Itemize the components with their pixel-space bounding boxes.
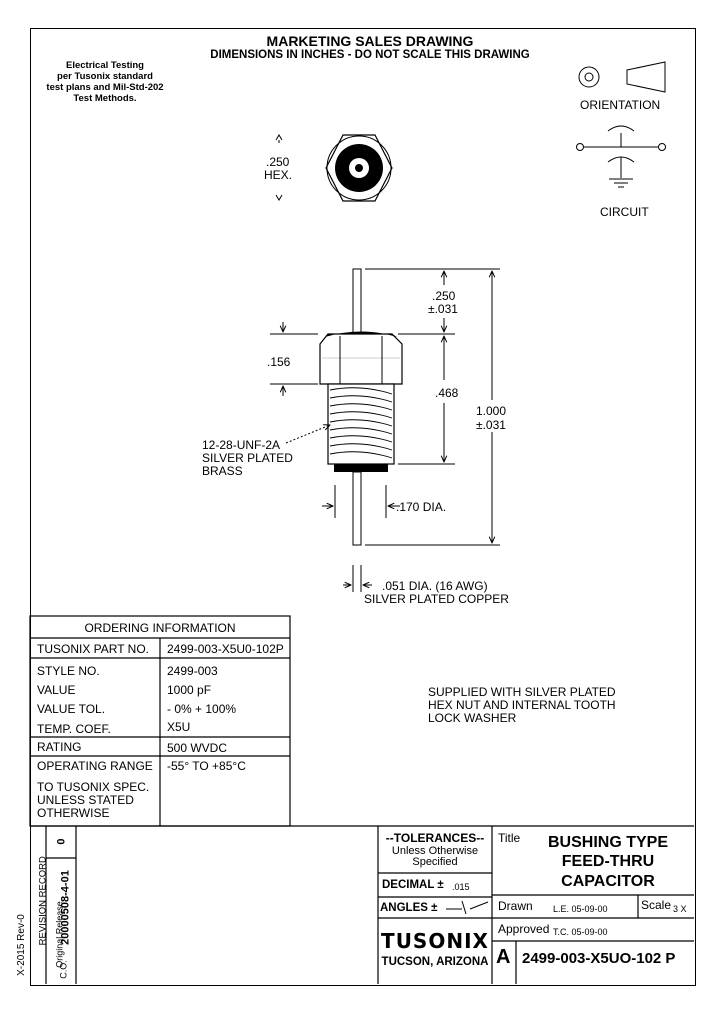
ordering-row-value: 2499-003 (167, 664, 218, 678)
dia-dim: .170 DIA. (396, 500, 447, 514)
tolerances-title: --TOLERANCES-- (385, 831, 485, 845)
ordering-title: ORDERING INFORMATION (84, 621, 236, 635)
ordering-row-label: RATING (37, 740, 82, 754)
ordering-row-value: X5U (167, 720, 191, 734)
spec-note: TO TUSONIX SPEC. UNLESS STATED OTHERWISE (37, 781, 149, 820)
thread-note-line: 12-28-UNF-2A (202, 438, 281, 452)
table-lines (29, 615, 694, 984)
dimension-lines (270, 268, 500, 592)
ordering-row-label: STYLE NO. (37, 664, 100, 678)
test-note-line: test plans and Mil-Std-202 (46, 82, 164, 93)
doc-id: X-2015 Rev-0 (16, 914, 27, 976)
title-line: BUSHING TYPE (547, 834, 668, 851)
thread-note: 12-28-UNF-2A SILVER PLATED BRASS (202, 439, 293, 478)
capacitor-side-view (319, 268, 403, 546)
drawing-subtitle: DIMENSIONS IN INCHES - DO NOT SCALE THIS… (210, 49, 530, 61)
drawing-sheet (30, 28, 696, 986)
approved-label: Approved (498, 922, 550, 936)
spec-note-line: TO TUSONIX SPEC. (37, 780, 150, 794)
scale-value: 3 X (673, 904, 687, 914)
circuit-label: CIRCUIT (600, 205, 649, 219)
title-line: CAPACITOR (561, 873, 655, 890)
circuit-symbol-icon (576, 125, 666, 188)
supplied-note-line: HEX NUT AND INTERNAL TOOTH (428, 698, 616, 712)
supplied-note-line: SUPPLIED WITH SILVER PLATED (428, 685, 616, 699)
angles-label: ANGLES ± (380, 902, 438, 914)
orientation-label: ORIENTATION (580, 98, 661, 112)
hex-dim-value: .250 (266, 155, 290, 169)
ordering-row-label: VALUE TOL. (37, 702, 106, 716)
top-lead-tol: ±.031 (428, 302, 458, 316)
tolerances-line2: Specified (412, 856, 458, 868)
overall-dim: 1.000 (476, 404, 507, 418)
co-number: 20000508-4-01 (59, 870, 72, 945)
nut-dim: .156 (267, 355, 291, 369)
ordering-row-label: VALUE (37, 683, 76, 697)
ordering-row-value: - 0% + 100% (167, 702, 237, 716)
ordering-row-value: 2499-003-X5U0-102P (167, 642, 284, 656)
test-note-line: per Tusonix standard (57, 71, 153, 82)
overall-tol: ±.031 (476, 418, 506, 432)
approved-value: T.C. 05-09-00 (553, 927, 608, 937)
body-dim: .468 (435, 386, 459, 400)
company-location: TUCSON, ARIZONA (381, 956, 489, 968)
supplied-note-line: LOCK WASHER (428, 711, 517, 725)
revision-record-label: REVISION RECORD (37, 856, 49, 946)
company-logo: TUSONIX (381, 929, 489, 953)
test-note: Electrical Testing per Tusonix standard … (40, 60, 170, 104)
ordering-row-value: 1000 pF (167, 683, 212, 697)
decimal-value: .015 (452, 882, 470, 892)
drawn-value: L.E. 05-09-00 (553, 904, 608, 914)
hex-dim-label: HEX. (264, 168, 293, 182)
tolerances-line1: Unless Otherwise (391, 845, 479, 857)
spec-note-line: UNLESS STATED (37, 793, 134, 807)
scale-label: Scale (641, 898, 672, 912)
title-label: Title (498, 831, 521, 845)
hex-end-view (275, 134, 393, 202)
test-note-line: Electrical Testing (66, 60, 144, 71)
title-line: FEED-THRU (561, 853, 655, 870)
lead-material: SILVER PLATED COPPER (364, 592, 509, 606)
test-note-line: Test Methods. (73, 93, 137, 104)
spec-note-line: OTHERWISE (37, 806, 110, 820)
decimal-label: DECIMAL ± (382, 879, 444, 891)
angles-symbol-icon (446, 900, 489, 915)
ordering-row-label: TUSONIX PART NO. (37, 642, 150, 656)
top-lead-dim: .250 (432, 289, 456, 303)
drawn-label: Drawn (498, 899, 533, 913)
ordering-row-value: -55° TO +85°C (167, 759, 246, 773)
orientation-icon (578, 61, 666, 93)
supplied-note: SUPPLIED WITH SILVER PLATED HEX NUT AND … (428, 686, 616, 725)
lead-dia-dim: .051 DIA. (16 AWG) (382, 579, 488, 593)
ordering-row-value: 500 WVDC (167, 741, 228, 755)
thread-note-line: BRASS (202, 464, 243, 478)
drawing-title: MARKETING SALES DRAWING (266, 33, 474, 49)
ordering-row-label: TEMP. COEF. (37, 722, 111, 736)
ordering-row-label: OPERATING RANGE (37, 759, 153, 773)
rev-number: 0 (55, 838, 68, 845)
thread-note-line: SILVER PLATED (202, 451, 293, 465)
revision-letter: A (496, 946, 511, 968)
part-number: 2499-003-X5UO-102 P (522, 950, 676, 967)
